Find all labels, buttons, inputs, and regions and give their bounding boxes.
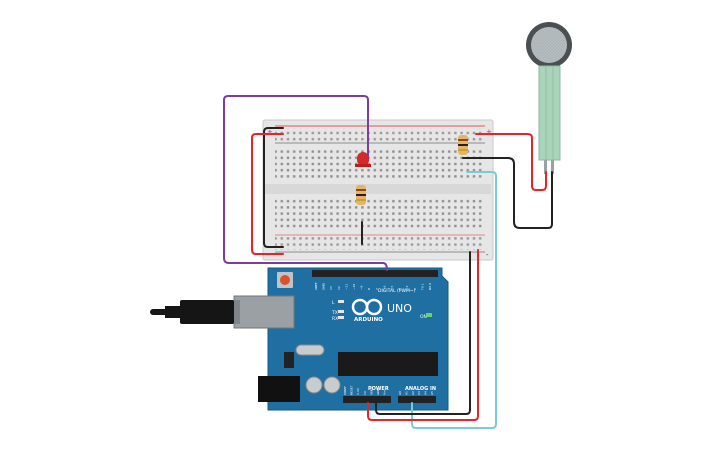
- led-l-label: L: [332, 300, 335, 306]
- analog-pin-label: A4: [424, 391, 428, 395]
- digital-pin-label: 12: [337, 286, 341, 290]
- wire-cyan-analog: [411, 171, 497, 429]
- svg-text:-: -: [486, 251, 489, 259]
- analog-pin-label: A2: [411, 391, 415, 395]
- wire-red-5v: [367, 249, 479, 421]
- led-rx-label: RX: [332, 316, 338, 322]
- usb-port: [233, 295, 295, 329]
- digital-header[interactable]: [312, 270, 438, 277]
- atmega-chip: [338, 352, 438, 376]
- power-pin-label: 5V: [363, 390, 367, 395]
- digital-pin-label: 8: [367, 288, 371, 290]
- force-sensor: [526, 22, 572, 174]
- wire-black-left: [263, 127, 284, 248]
- power-pin-label: GND: [369, 387, 373, 395]
- arduino-brand-text: ARDUINO: [354, 317, 383, 323]
- red-led: [355, 152, 371, 167]
- top-power-rail: [275, 128, 485, 141]
- analog-pin-label: A3: [417, 391, 421, 395]
- wire-red-sensor: [475, 133, 547, 191]
- digital-header-label: DIGITAL (PWM~): [378, 288, 416, 294]
- wire-black-sensor: [462, 157, 553, 229]
- svg-text:+: +: [486, 128, 492, 136]
- resistor-led: [356, 185, 366, 205]
- power-pin-label: 3.3V: [356, 387, 360, 395]
- wire-red-left: [251, 133, 284, 255]
- resistor-sensor: [458, 135, 468, 155]
- digital-pin-label: 4: [398, 288, 402, 290]
- analog-header[interactable]: [398, 396, 436, 403]
- rail-plus-sign: +: [267, 128, 273, 136]
- power-pin-label: Vin: [383, 390, 387, 395]
- digital-pin-label: ~6: [382, 285, 386, 290]
- digital-pin-label: ~3: [405, 285, 409, 290]
- arduino-model-text: UNO: [387, 302, 412, 315]
- led-tx-label: TX: [331, 310, 338, 316]
- digital-pin-label: 13: [329, 286, 333, 290]
- analog-in-label: ANALOG IN: [405, 386, 436, 392]
- analog-pin-label: A1: [404, 391, 408, 395]
- power-label: POWER: [368, 386, 389, 392]
- digital-pin-label: ~11: [344, 284, 348, 290]
- power-pin-label: GND: [376, 387, 380, 395]
- digital-pin-label: ~5: [390, 285, 394, 290]
- arduino-uno-board: ARDUINO UNO DIGITAL (PWM~) POWER ANALOG …: [230, 267, 449, 411]
- digital-pin-label: 2: [413, 288, 417, 290]
- power-jack: [258, 376, 300, 402]
- digital-pin-label: ~9: [360, 285, 364, 290]
- usb-cable: [150, 300, 234, 324]
- power-header[interactable]: [343, 396, 391, 403]
- breadboard: + + - -: [262, 119, 494, 261]
- reset-button[interactable]: [280, 275, 290, 285]
- terminal-block-top: [275, 148, 485, 180]
- digital-pin-label: TX 1: [420, 283, 424, 291]
- on-label: ON: [420, 314, 427, 320]
- digital-pin-label: GND: [322, 282, 326, 290]
- digital-pin-label: RX 0: [428, 283, 432, 290]
- bottom-power-rail: [275, 237, 485, 250]
- digital-pin-label: 7: [375, 288, 379, 290]
- digital-pin-label: ~10: [352, 284, 356, 290]
- terminal-block-bottom: [275, 197, 485, 229]
- wire-black-gnd: [375, 251, 471, 415]
- analog-pin-label: A5: [430, 391, 434, 395]
- analog-pin-label: A0: [398, 391, 402, 395]
- on-led: [426, 313, 432, 317]
- power-pin-label: RESET: [350, 385, 354, 395]
- digital-pin-label: AREF: [314, 282, 318, 290]
- power-pin-label: IOREF: [343, 386, 347, 395]
- wire-purple: [223, 95, 388, 271]
- center-channel: [265, 184, 491, 194]
